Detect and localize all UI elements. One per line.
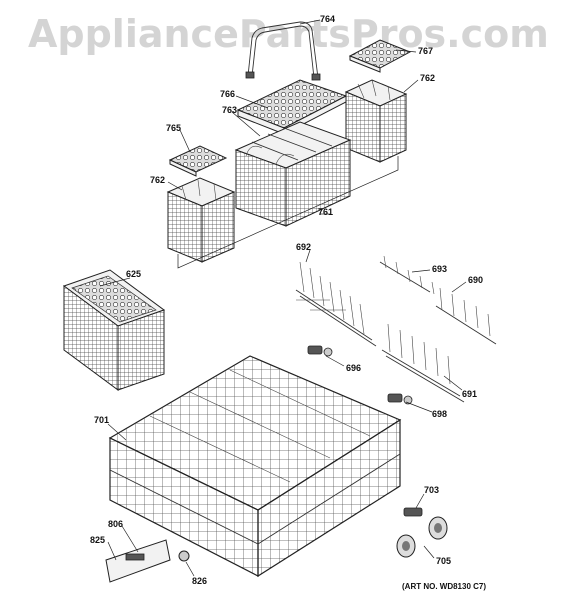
small-basket-762-left — [166, 177, 236, 263]
label-705: 705 — [436, 556, 452, 566]
label-765: 765 — [166, 123, 182, 133]
clip-698 — [387, 393, 413, 405]
wheels-705 — [396, 516, 448, 558]
label-764: 764 — [320, 14, 336, 24]
leader-lines — [99, 19, 467, 577]
wheel-bracket-703 — [403, 507, 423, 517]
lower-rack-701 — [108, 355, 402, 578]
label-766: 766 — [220, 89, 236, 99]
label-690: 690 — [468, 275, 484, 285]
tine-row-693 — [379, 255, 435, 295]
tine-row-690 — [435, 287, 497, 345]
basket-handle-764 — [245, 21, 321, 81]
label-767: 767 — [418, 46, 434, 56]
label-701: 701 — [94, 415, 110, 425]
panel-825 — [105, 539, 171, 583]
tine-row-691 — [381, 323, 465, 403]
cap-826 — [178, 550, 190, 562]
label-762-right: 762 — [420, 73, 436, 83]
center-basket-763 — [234, 121, 352, 227]
label-691: 691 — [462, 389, 478, 399]
art-number: (ART NO. WD8130 C7) — [402, 582, 487, 591]
small-basket-762-right — [344, 79, 408, 163]
label-825: 825 — [90, 535, 106, 545]
label-703: 703 — [424, 485, 440, 495]
label-696: 696 — [346, 363, 362, 373]
basket-625 — [62, 269, 166, 391]
label-693: 693 — [432, 264, 448, 274]
bracket-761 — [177, 156, 399, 269]
tine-row-692 — [295, 261, 377, 347]
label-762-left: 762 — [150, 175, 166, 185]
clip-696 — [307, 345, 333, 357]
label-806: 806 — [108, 519, 124, 529]
small-cover-767 — [348, 39, 412, 73]
cover-765 — [168, 145, 228, 177]
label-826: 826 — [192, 576, 208, 586]
label-763: 763 — [222, 105, 238, 115]
label-698: 698 — [432, 409, 448, 419]
label-625: 625 — [126, 269, 142, 279]
label-761: 761 — [318, 207, 334, 217]
label-692: 692 — [296, 242, 312, 252]
watermark-logo: AppliancePartsPros.com — [28, 12, 549, 56]
